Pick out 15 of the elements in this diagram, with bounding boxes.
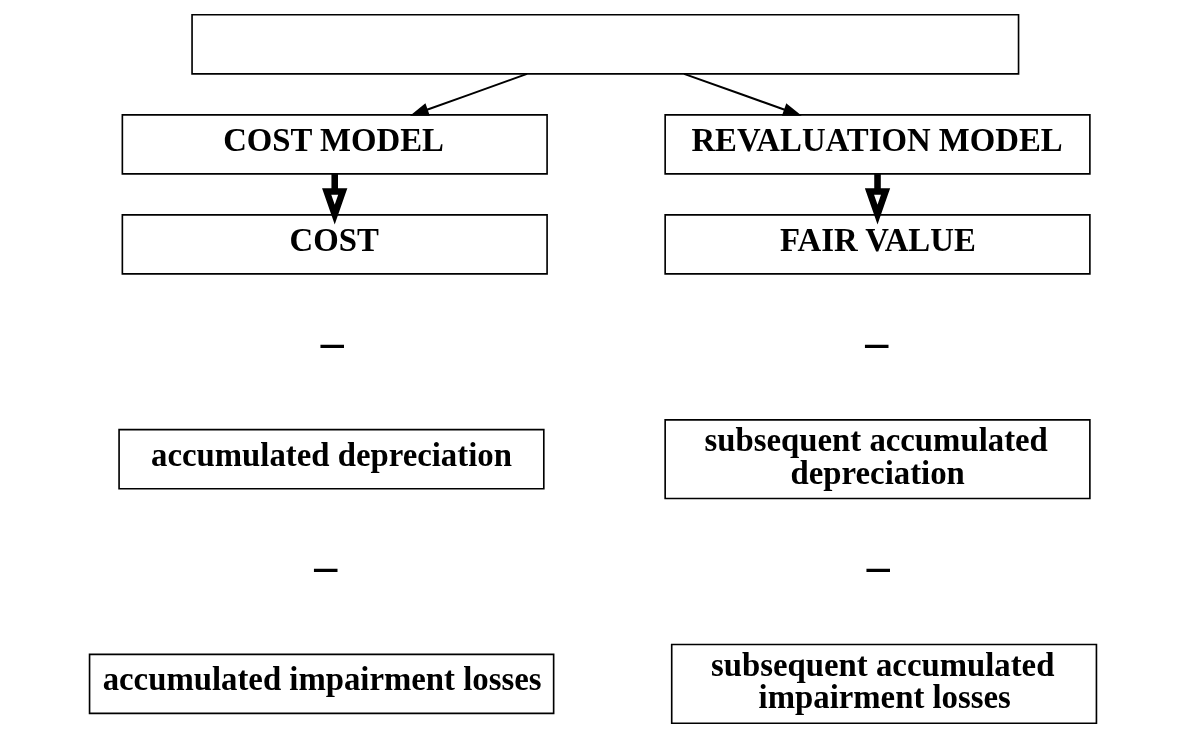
label: –	[320, 315, 344, 367]
arrow	[682, 72, 802, 116]
node-box: FAIR VALUE	[663, 214, 1091, 275]
node-box: REVALUATION MODEL	[663, 114, 1091, 175]
node-box: subsequent accumulated depreciation	[663, 419, 1091, 500]
node-box: subsequent accumulated impairment losses	[670, 643, 1097, 725]
node-box: accumulated depreciation	[117, 428, 545, 490]
label: –	[313, 540, 337, 592]
node-box	[190, 13, 1019, 75]
node-box: COST	[121, 214, 548, 275]
label: –	[866, 540, 890, 592]
node-box: accumulated impairment losses	[88, 653, 554, 715]
label: –	[864, 315, 888, 367]
node-box: COST MODEL	[121, 114, 548, 175]
arrow	[409, 72, 528, 116]
